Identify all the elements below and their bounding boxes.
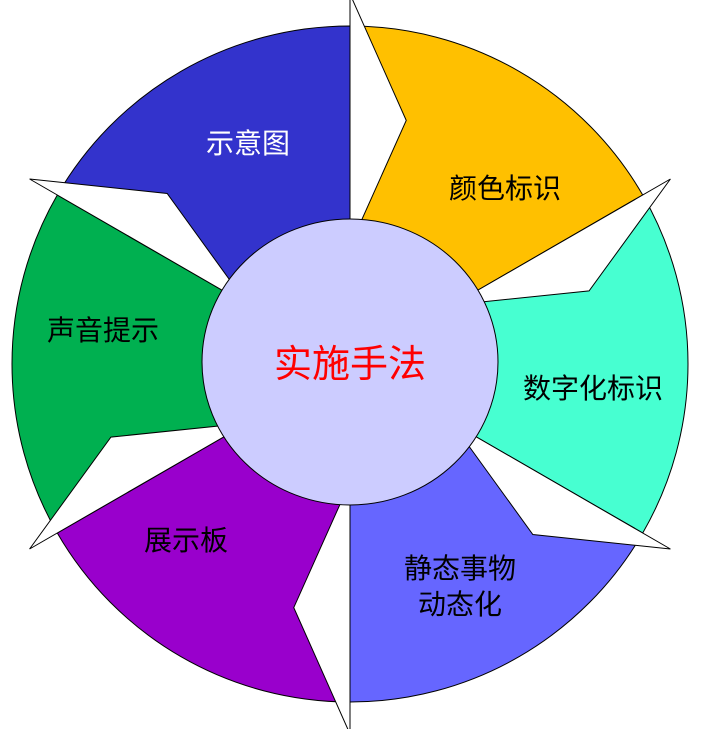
segment-label-digital-marking: 数字化标识 — [523, 372, 663, 405]
segment-label-static-dynamic-2: 动态化 — [418, 588, 502, 621]
arrow-wedge-icon — [349, 0, 407, 247]
arrow-wedge-icon — [451, 422, 671, 550]
segment-label-display-board: 展示板 — [144, 524, 228, 557]
arrow-wedge-icon — [29, 178, 249, 306]
center-circle — [201, 218, 499, 506]
center-label: 实施手法 — [274, 342, 426, 386]
arrow-wedge-icon — [29, 422, 249, 550]
arrow-wedge-icon — [451, 178, 671, 306]
segment-label-color-marking: 颜色标识 — [449, 172, 561, 205]
segment-label-schematic: 示意图 — [206, 127, 290, 160]
segment-label-static-dynamic-1: 静态事物 — [404, 552, 516, 585]
arrow-wedge-icon — [293, 481, 351, 729]
segment-label-sound-prompt: 声音提示 — [47, 314, 159, 347]
